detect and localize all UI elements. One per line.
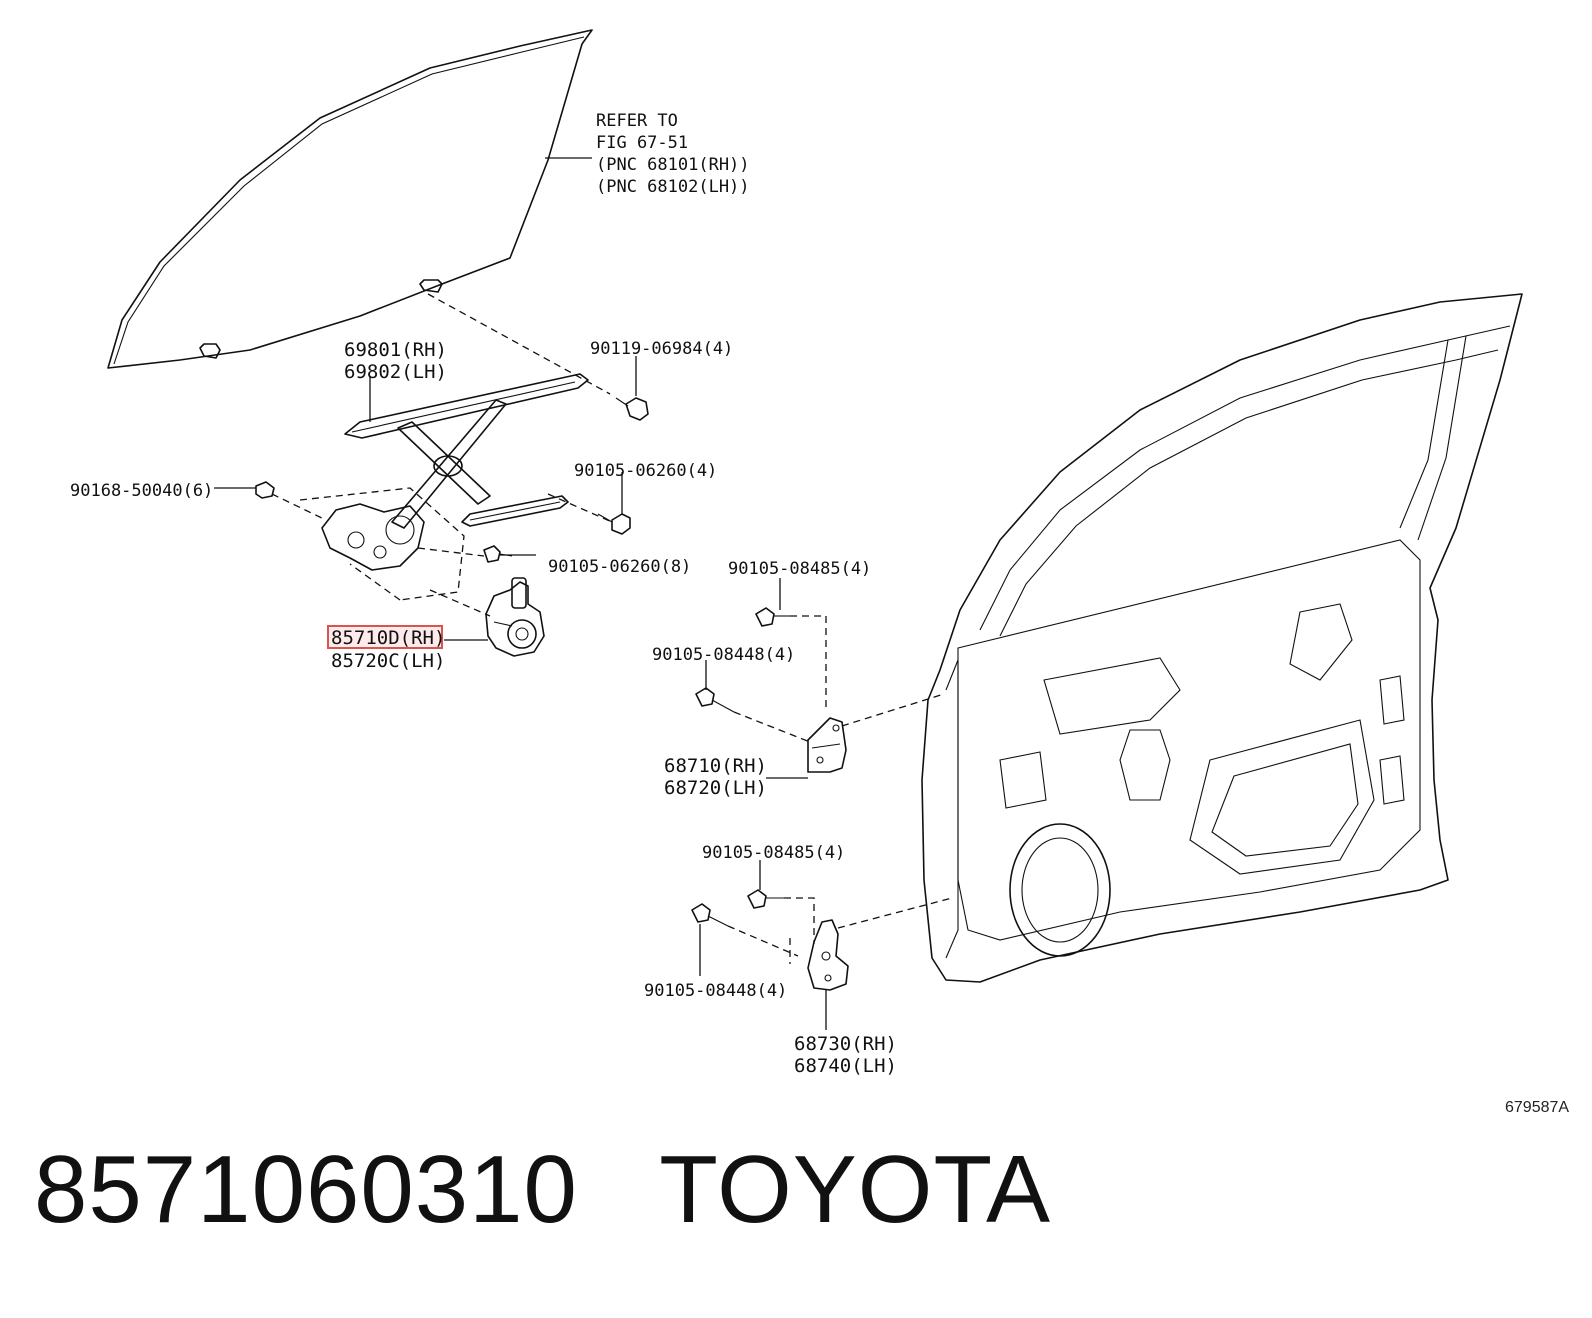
figure-id: 679587A: [1505, 1099, 1569, 1116]
hinge-upper-lh-label: 68720(LH): [664, 777, 767, 799]
glass-reference-label: REFER TO FIG 67-51 (PNC 68101(RH)) (PNC …: [596, 111, 750, 197]
part-title: 8571060310 TOYOTA: [34, 1135, 1051, 1245]
lower-hinge: [807, 919, 849, 991]
glass-reference-line3: (PNC 68101(RH)): [596, 155, 750, 175]
hinge-upper-bolt-b-icon: [695, 687, 735, 713]
hinge-lower-bolt-a-label: 90105-08485(4): [702, 843, 845, 863]
motor-to-regulator-guide: [429, 589, 491, 617]
hinge-lower-bolt-a-icon: [747, 889, 784, 909]
door-panel: [921, 293, 1523, 983]
hinge-lower-rh-label: 68730(RH): [794, 1033, 897, 1055]
upper-hinge: [807, 717, 847, 773]
upper-hinge-to-door-guide: [841, 693, 945, 727]
hinge-upper-bolt-b-label: 90105-08448(4): [652, 645, 795, 665]
bolt-top-label: 90119-06984(4): [590, 339, 733, 359]
hinge-lower-bolt-b-label: 90105-08448(4): [644, 981, 787, 1001]
hinge-lower-bolt-b-icon: [691, 903, 729, 927]
regulator-box-guide: [299, 487, 465, 601]
regulator-rh-label: 69801(RH): [344, 339, 447, 361]
left-bolt-guide: [271, 493, 327, 521]
bolt-90168-icon: [255, 481, 275, 499]
bolt-motor-icon: [483, 545, 513, 563]
part-number: 8571060310: [34, 1136, 578, 1243]
lower-hinge-guide-b: [727, 925, 799, 957]
hinge-upper-bolt-a-icon: [755, 607, 790, 627]
hinge-upper-bolt-a-label: 90105-08485(4): [728, 559, 871, 579]
bolt-90105-06260-icon: [597, 513, 631, 535]
bolt-left-label: 90168-50040(6): [70, 481, 213, 501]
selected-part-highlight: [327, 625, 443, 649]
motor-lh-label: 85720C(LH): [331, 650, 445, 672]
window-motor: [485, 577, 545, 657]
hinge-lower-lh-label: 68740(LH): [794, 1055, 897, 1077]
motor-bolt-guide: [417, 547, 485, 557]
glass-reference-line1: REFER TO: [596, 111, 678, 131]
bolt-90119-icon: [615, 397, 649, 421]
hinge-upper-rh-label: 68710(RH): [664, 755, 767, 777]
motor-rh-label: 85710D(RH): [331, 627, 445, 649]
upper-hinge-guide-a: [790, 615, 827, 712]
glass-reference-line4: (PNC 68102(LH)): [596, 177, 750, 197]
bolt-motor-label: 90105-06260(8): [548, 557, 691, 577]
upper-hinge-guide-b: [733, 711, 811, 743]
window-regulator: [321, 373, 589, 571]
glass-to-bolt-guide: [427, 293, 611, 395]
regulator-lh-label: 69802(LH): [344, 361, 447, 383]
bolt-mid-label: 90105-06260(4): [574, 461, 717, 481]
door-glass: [107, 29, 593, 369]
brand-name: TOYOTA: [659, 1136, 1052, 1243]
glass-reference-line2: FIG 67-51: [596, 133, 688, 153]
lower-hinge-to-door-guide: [837, 897, 953, 929]
lower-hinge-guide-a: [784, 897, 815, 944]
